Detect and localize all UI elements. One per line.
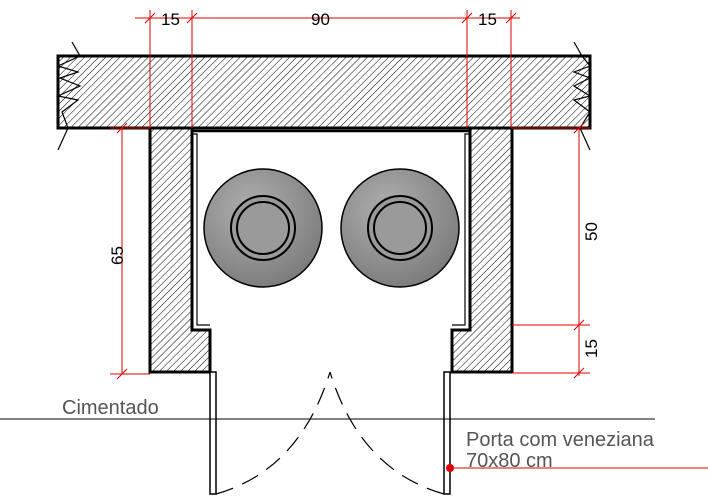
dimension-lines — [110, 10, 708, 472]
dim-top-left: 15 — [161, 10, 180, 29]
dim-top-right: 15 — [478, 10, 497, 29]
dim-left-height: 65 — [108, 246, 127, 265]
left-side-wall — [148, 126, 212, 374]
dim-right-lower: 15 — [582, 339, 601, 358]
dim-right-upper: 50 — [582, 222, 601, 241]
door-leaves — [209, 371, 451, 495]
door-label-line1: Porta com veneziana — [466, 429, 655, 451]
floor-label: Cimentado — [62, 397, 159, 419]
right-side-wall — [450, 126, 514, 374]
gas-cylinder-left — [203, 168, 323, 288]
door-label-line2: 70x80 cm — [466, 450, 553, 472]
gas-cylinder-right — [340, 168, 460, 288]
dim-top-middle: 90 — [311, 10, 330, 29]
